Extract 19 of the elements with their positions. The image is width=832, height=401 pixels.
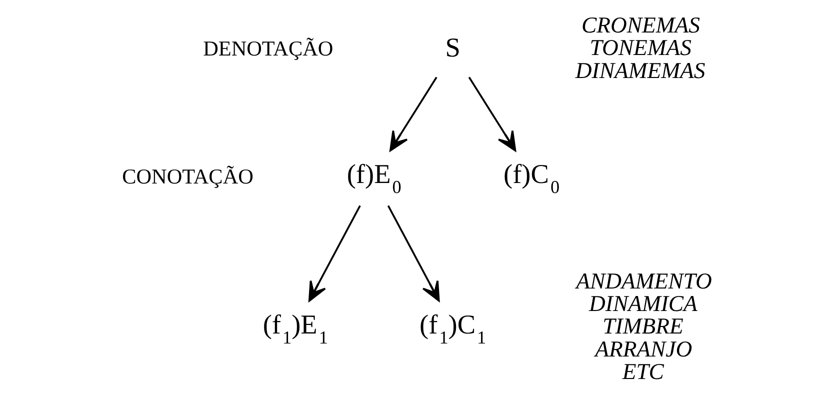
label: DENOTAÇÃO: [202, 36, 333, 60]
label: ARRANJO: [594, 336, 692, 362]
node-text: (f$_{1}$)C$_{1}$: [419, 310, 486, 348]
label: ANDAMENTO: [576, 268, 712, 294]
node-text: S: [444, 32, 460, 63]
arrow: [386, 205, 440, 302]
label: DINAMICA: [588, 290, 697, 316]
label: CONOTAÇÃO: [122, 164, 253, 188]
arrow: [308, 205, 360, 302]
label: CRONEMAS: [580, 12, 700, 38]
label: DINAMEMAS: [574, 58, 705, 83]
label: TONEMAS: [589, 35, 691, 60]
node-text: (f)C$_{0}$: [503, 158, 560, 197]
label: ETC: [622, 359, 664, 384]
arrow: [389, 76, 437, 152]
node-text: (f)E$_{0}$: [346, 158, 401, 197]
node-text: (f$_{1}$)E$_{1}$: [262, 310, 328, 348]
arrow: [468, 76, 516, 152]
label: TIMBRE: [602, 314, 683, 339]
